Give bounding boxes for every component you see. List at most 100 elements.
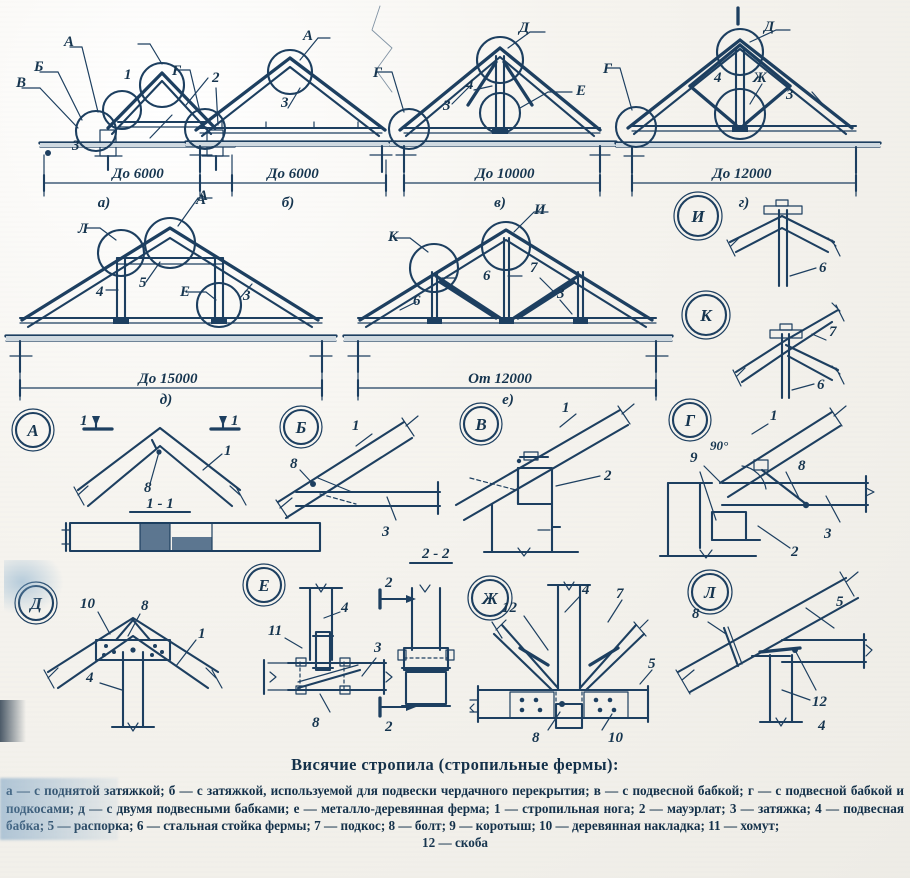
scheme-g-span: До 12000 bbox=[711, 166, 772, 182]
detail-E: Е 11 4 bbox=[242, 546, 455, 735]
detail-E-section-title: 2 - 2 bbox=[421, 546, 450, 562]
scheme-b: До 6000 б) А Г 3 А bbox=[171, 28, 398, 211]
scheme-d-part-4: 4 bbox=[95, 284, 104, 300]
bubble-g-G bbox=[614, 105, 658, 149]
scheme-g-sublabel: г) bbox=[739, 195, 750, 211]
detail-D-label-8: 8 bbox=[141, 598, 149, 614]
detail-A-section-mark-left: 1 bbox=[80, 413, 88, 429]
bubble-e-K bbox=[408, 242, 460, 294]
scheme-a-sublabel: а) bbox=[98, 195, 111, 211]
detail-A: А 8 1 1 1 1 - 1 bbox=[11, 408, 322, 553]
scan-smudge-left bbox=[4, 560, 64, 615]
detail-B-label-3: 3 bbox=[381, 524, 390, 540]
figure-caption: Висячие стропила (стропильные фермы): а … bbox=[0, 755, 910, 851]
scheme-a-part-3: 3 bbox=[71, 138, 80, 154]
detail-E-label-4: 4 bbox=[340, 600, 349, 616]
detail-K-key: К bbox=[699, 306, 713, 325]
scheme-g-part-3: 3 bbox=[785, 87, 794, 103]
figure-title: Висячие стропила (стропильные фермы): bbox=[291, 755, 619, 774]
detail-E-key: Е bbox=[257, 576, 269, 595]
detail-L-label-12: 12 bbox=[812, 694, 828, 710]
scheme-b-span: До 6000 bbox=[265, 166, 319, 182]
bubble-a-V bbox=[74, 109, 118, 153]
scheme-e-bubble-label-K: К bbox=[387, 229, 399, 245]
scheme-d-part-5: 5 bbox=[139, 275, 147, 291]
scheme-b-section-mark: А bbox=[195, 192, 206, 208]
detail-D-label-1: 1 bbox=[198, 626, 206, 642]
detail-A-key: А bbox=[26, 421, 38, 440]
scheme-g-bubble-label-Zh: Ж bbox=[752, 70, 768, 86]
scheme-g-bubble-label-D: Д bbox=[762, 19, 775, 35]
scheme-g-bubble-label-G: Г bbox=[602, 61, 613, 77]
detail-D: Д 10 8 1 4 bbox=[14, 581, 223, 732]
scheme-e-span: От 12000 bbox=[468, 371, 532, 387]
detail-B-label-1: 1 bbox=[352, 418, 360, 434]
scheme-a-bubble-label-B: Б bbox=[33, 59, 44, 75]
detail-E-label-3: 3 bbox=[373, 640, 382, 656]
scheme-d-bubble-label-E: Е bbox=[179, 284, 190, 300]
detail-G-key: Г bbox=[684, 411, 696, 430]
scheme-v-sublabel: в) bbox=[494, 195, 506, 211]
bubble-v-G bbox=[387, 107, 431, 151]
scheme-e-part-7: 7 bbox=[530, 260, 538, 276]
scheme-e-sublabel: е) bbox=[502, 392, 514, 408]
detail-G-label-8: 8 bbox=[798, 458, 806, 474]
detail-V-label-1: 1 bbox=[562, 400, 570, 416]
scheme-a-bubble-label-A: А bbox=[63, 34, 74, 50]
bubble-d-L bbox=[96, 228, 146, 278]
scheme-v-part-3: 3 bbox=[442, 98, 451, 114]
detail-G-angle: 90° bbox=[710, 438, 729, 453]
scheme-d-sublabel: д) bbox=[160, 392, 172, 408]
detail-V: В 2 1 bbox=[454, 400, 635, 557]
detail-V-key: В bbox=[474, 415, 486, 434]
detail-G: Г 90° 9 bbox=[658, 398, 875, 560]
detail-A-label-8: 8 bbox=[144, 480, 152, 496]
scheme-e-part-3: 3 bbox=[556, 286, 565, 302]
scheme-d-part-3: 3 bbox=[242, 288, 251, 304]
detail-Zh-label-12: 12 bbox=[502, 600, 518, 616]
detail-E-label-8: 8 bbox=[312, 715, 320, 731]
detail-E-section-mark-top: 2 bbox=[384, 575, 393, 591]
detail-D-label-10: 10 bbox=[80, 596, 96, 612]
scheme-v-bubble-label-G: Г bbox=[372, 65, 383, 81]
detail-K-label-7: 7 bbox=[829, 324, 837, 340]
figure-caption-end: 12 — скоба bbox=[421, 834, 489, 850]
detail-I-label-6: 6 bbox=[819, 260, 827, 276]
detail-L: Л 8 5 12 bbox=[675, 569, 873, 734]
detail-G-label-9: 9 bbox=[690, 450, 698, 466]
detail-A-label-1: 1 bbox=[224, 443, 232, 459]
detail-G-label-1: 1 bbox=[770, 408, 778, 424]
bubble-v-D bbox=[475, 35, 525, 85]
scheme-v-part-4: 4 bbox=[465, 77, 474, 93]
detail-E-label-11: 11 bbox=[268, 623, 282, 639]
detail-Zh-key: Ж bbox=[481, 589, 499, 608]
detail-A-section-mark-right: 1 bbox=[231, 413, 239, 429]
detail-L-label-4: 4 bbox=[817, 718, 826, 734]
scheme-g-part-4: 4 bbox=[713, 70, 722, 86]
detail-I-key: И bbox=[690, 207, 705, 226]
detail-B-key: Б bbox=[295, 418, 307, 437]
scheme-d: До 15000 д) А Л Е 3 4 5 bbox=[4, 188, 338, 408]
scheme-v: До 10000 в) Г Д Е 3 4 bbox=[372, 20, 618, 211]
detail-G-label-2: 2 bbox=[790, 544, 799, 560]
detail-E-section-mark-bottom: 2 bbox=[384, 719, 393, 735]
detail-Zh-label-8: 8 bbox=[532, 730, 540, 746]
detail-K: К 7 6 bbox=[681, 290, 845, 400]
detail-L-label-8: 8 bbox=[692, 606, 700, 622]
scheme-b-sublabel: б) bbox=[282, 195, 294, 211]
bubble-v-E bbox=[478, 91, 522, 135]
detail-L-label-5: 5 bbox=[836, 594, 844, 610]
bubble-b-G bbox=[183, 107, 227, 151]
detail-G-label-3: 3 bbox=[823, 526, 832, 542]
detail-Zh: Ж bbox=[467, 575, 656, 746]
detail-L-key: Л bbox=[703, 583, 717, 602]
detail-D-label-4: 4 bbox=[85, 670, 94, 686]
bubble-d-A bbox=[143, 216, 197, 270]
scheme-a-bubble-label-V: В bbox=[15, 75, 26, 91]
detail-Zh-label-7: 7 bbox=[616, 586, 624, 602]
scheme-b-bubble-label-A: А bbox=[302, 28, 313, 44]
detail-I: И 6 bbox=[673, 191, 841, 288]
scheme-e-bubble-label-I: И bbox=[533, 202, 547, 218]
scheme-b-part-3: 3 bbox=[280, 95, 289, 111]
